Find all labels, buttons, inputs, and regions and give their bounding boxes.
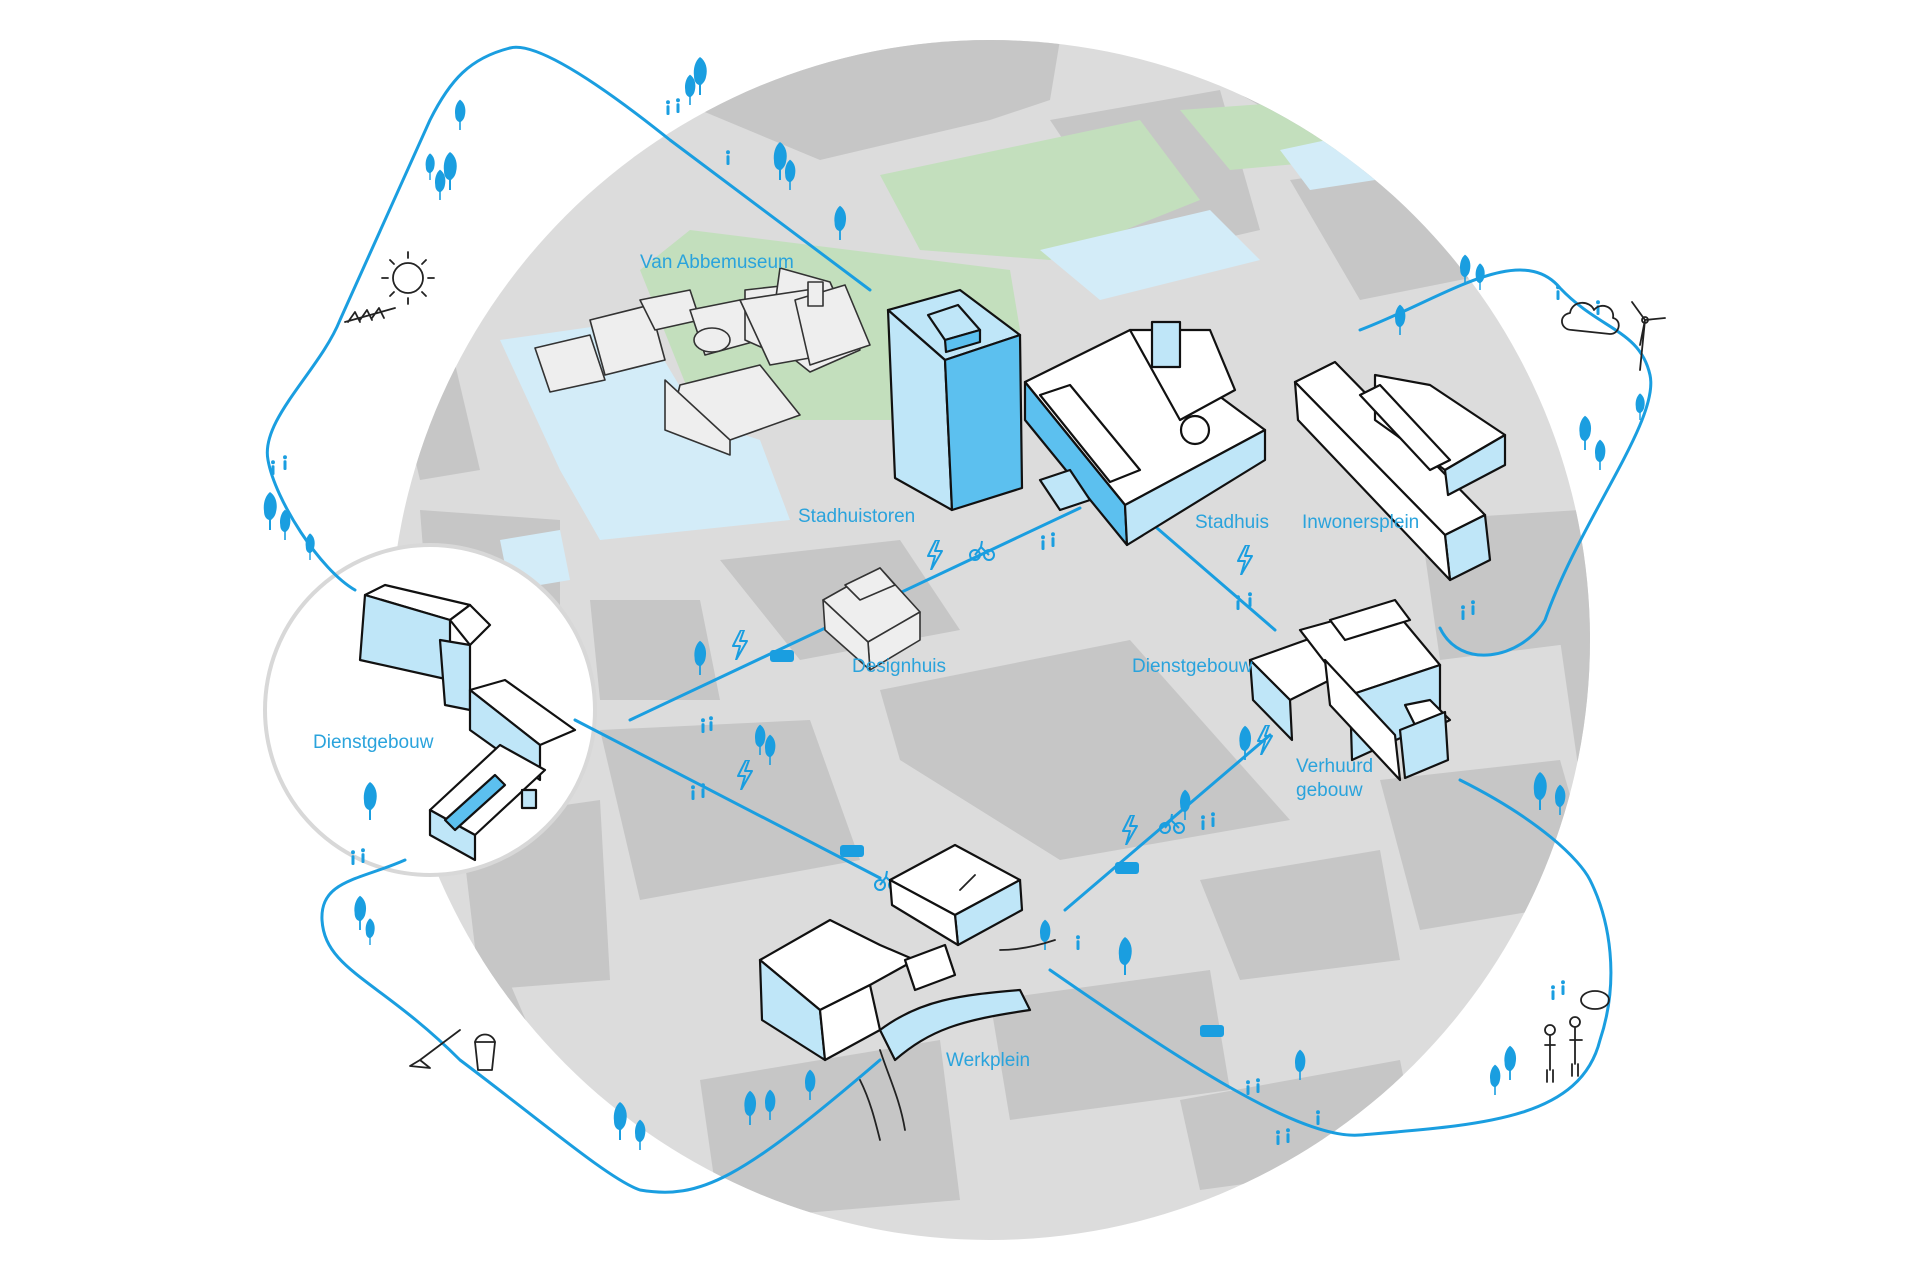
label-inwonersplein: Inwonersplein — [1302, 512, 1419, 533]
tree-icon — [305, 533, 315, 560]
werkplein-building — [758, 843, 1056, 1141]
person-icon — [1461, 605, 1465, 620]
tree-icon — [455, 99, 466, 130]
label-verhuurd-line2: gebouw — [1296, 780, 1363, 801]
stadhuistoren-building — [886, 288, 1024, 512]
tree-icon — [1595, 439, 1606, 470]
tree-icon — [435, 169, 446, 200]
person-icon — [1201, 815, 1205, 830]
person-icon — [676, 98, 680, 113]
bicycle-icon — [1159, 813, 1185, 834]
route-stadhuis-dienst — [1148, 520, 1277, 632]
person-icon — [271, 460, 275, 475]
truck-icon — [770, 650, 794, 662]
designhuis-building — [822, 567, 921, 671]
person-icon — [1551, 985, 1555, 1000]
person-icon — [1236, 595, 1240, 610]
person-icon — [361, 848, 365, 863]
tree-icon — [263, 492, 277, 530]
broom-and-bucket-icon — [409, 1029, 496, 1071]
dienstgebouw-building — [1248, 598, 1452, 782]
sun-and-solar-panels-icon — [344, 251, 435, 323]
tree-icon — [1504, 1045, 1517, 1080]
outer-route-bottom-left — [320, 858, 882, 1194]
van-abbemuseum-building — [534, 267, 871, 456]
inwonersplein-building — [1293, 360, 1507, 582]
route-to-werkplein-left — [573, 718, 882, 880]
person-icon — [701, 783, 705, 798]
truck-icon — [840, 845, 864, 857]
bicycle-icon — [969, 540, 995, 561]
label-verhuurd-line1: Verhuurd — [1296, 756, 1373, 777]
tree-icon — [1490, 1064, 1501, 1095]
person-icon — [1246, 1080, 1250, 1095]
person-icon — [701, 718, 705, 733]
outer-route-bottom-right — [1048, 778, 1613, 1137]
person-icon — [283, 455, 287, 470]
label-dienstgebouw: Dienstgebouw — [1132, 656, 1253, 677]
person-icon — [1051, 532, 1055, 547]
tree-icon — [443, 152, 457, 190]
tree-icon — [1579, 415, 1592, 450]
person-icon — [1316, 1110, 1320, 1125]
route-network — [265, 45, 1653, 1194]
truck-icon — [1200, 1025, 1224, 1037]
tree-icon — [693, 57, 707, 95]
person-icon — [1041, 535, 1045, 550]
outer-route-left — [265, 45, 872, 592]
tree-icon — [365, 918, 375, 945]
inset-dienstgebouw-building — [358, 583, 577, 862]
labels: Van Abbemuseum Stadhuistoren Stadhuis In… — [313, 252, 1419, 1071]
person-icon — [691, 785, 695, 800]
label-stadhuis: Stadhuis — [1195, 512, 1269, 533]
label-van-abbemuseum: Van Abbemuseum — [640, 252, 794, 273]
person-icon — [709, 716, 713, 731]
buildings — [358, 267, 1507, 1141]
person-icon — [1211, 812, 1215, 827]
person-icon — [1286, 1128, 1290, 1143]
tree-icon — [425, 153, 435, 180]
person-icon — [1561, 980, 1565, 995]
tree-icon — [280, 509, 291, 540]
person-icon — [1276, 1130, 1280, 1145]
route-decorations — [263, 57, 1645, 1150]
tree-icon — [1475, 263, 1485, 290]
person-icon — [666, 100, 670, 115]
person-icon — [1248, 592, 1252, 607]
label-werkplein: Werkplein — [946, 1050, 1030, 1071]
person-icon — [351, 850, 355, 865]
label-stadhuistoren: Stadhuistoren — [798, 506, 915, 527]
tree-icon — [685, 74, 696, 105]
truck-icon — [1115, 862, 1139, 874]
people-talking-icon — [1544, 990, 1610, 1083]
stadhuis-building — [1023, 320, 1267, 547]
label-designhuis: Designhuis — [852, 656, 946, 677]
route-to-werkplein-right — [1063, 733, 1272, 912]
outer-route-right — [1358, 268, 1653, 657]
tree-icon — [354, 895, 367, 930]
person-icon — [1471, 600, 1475, 615]
label-dienstgebouw-inset: Dienstgebouw — [313, 732, 434, 753]
person-icon — [726, 150, 730, 165]
person-icon — [1076, 935, 1080, 950]
cloud-and-wind-turbine-icon — [1561, 301, 1666, 371]
person-icon — [1556, 285, 1560, 300]
person-icon — [1256, 1078, 1260, 1093]
